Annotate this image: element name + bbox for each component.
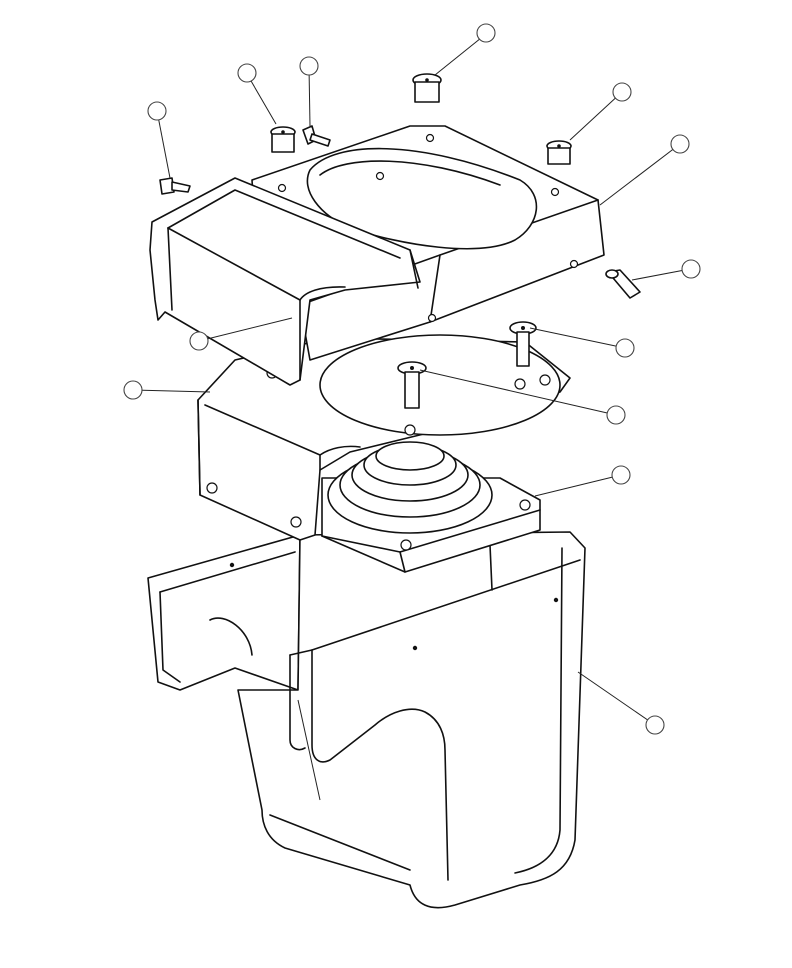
- screw-center: [397, 361, 427, 409]
- callout-c4: [612, 82, 632, 102]
- screw-left: [159, 177, 191, 195]
- cover-handle: [149, 177, 421, 386]
- callout-c9: [189, 331, 209, 351]
- callout-circles: [123, 23, 701, 735]
- callout-c10: [123, 380, 143, 400]
- lower-boot-housing: [147, 531, 586, 909]
- screw-top-right: [546, 140, 572, 165]
- screw-top-left: [270, 126, 296, 153]
- top-plate: [251, 125, 605, 361]
- callout-c7: [681, 259, 701, 279]
- callout-c12: [611, 465, 631, 485]
- mounting-bracket: [197, 334, 571, 541]
- callout-leaders: [132, 33, 691, 726]
- screw-right: [509, 321, 537, 367]
- screw-top-angled: [302, 125, 331, 147]
- screw-right-side: [605, 269, 641, 299]
- callout-c1: [476, 23, 496, 43]
- callout-c8: [615, 338, 635, 358]
- callout-c5: [147, 101, 167, 121]
- callout-c6: [670, 134, 690, 154]
- bellows-gaiter: [321, 441, 541, 573]
- screw-top-center: [412, 73, 442, 103]
- callout-c3: [299, 56, 319, 76]
- callout-c11: [606, 405, 626, 425]
- callout-c13: [645, 715, 665, 735]
- callout-c2: [237, 63, 257, 83]
